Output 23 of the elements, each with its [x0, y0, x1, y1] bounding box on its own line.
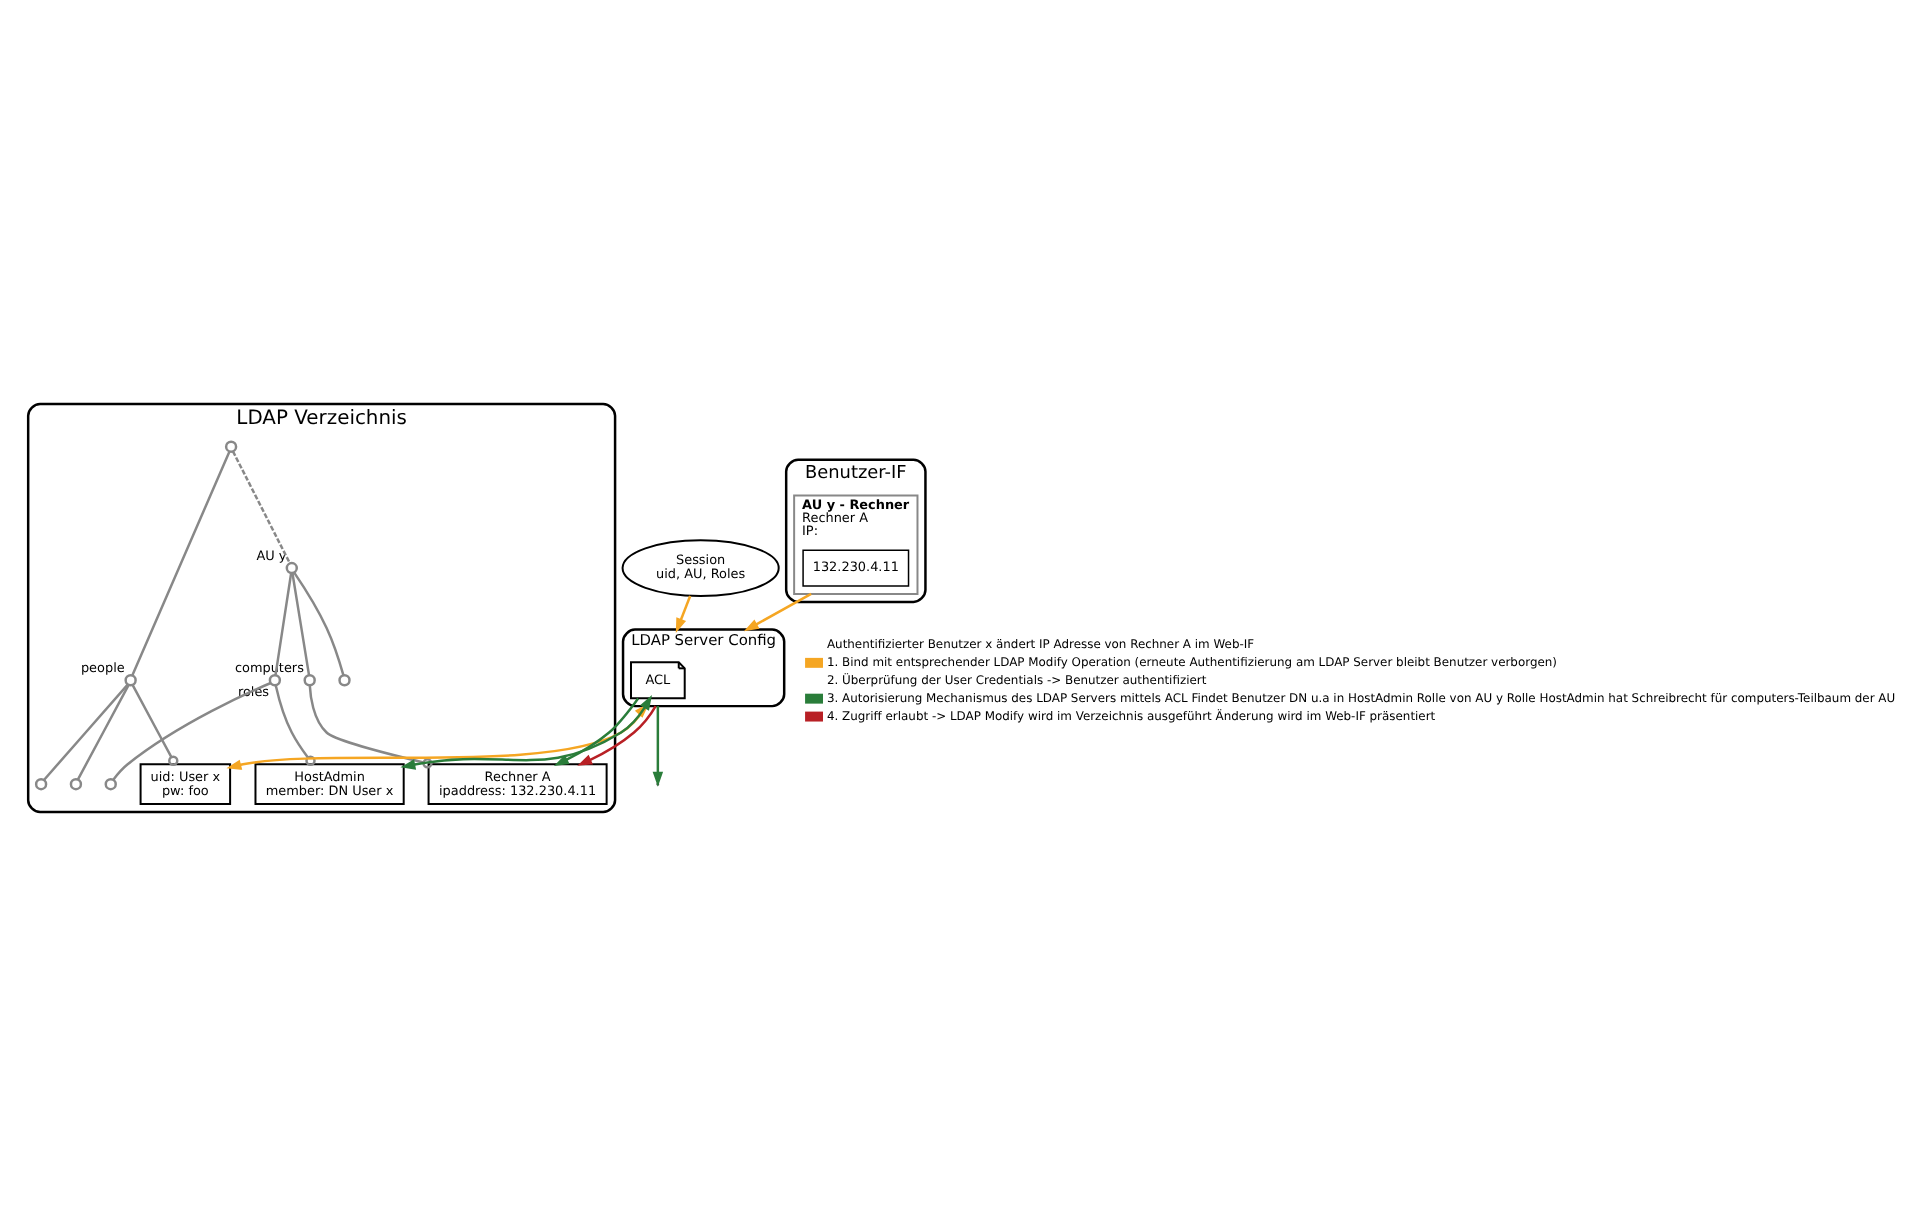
arrow: [553, 697, 640, 766]
node-circle: [69, 778, 83, 791]
node-circle: [224, 440, 238, 453]
node-circle: [285, 561, 298, 575]
arrow: [675, 595, 692, 634]
connector: [43, 683, 129, 781]
connector: [131, 684, 179, 766]
node-circle: [338, 674, 351, 687]
connector: [291, 573, 311, 676]
node-circle: [303, 674, 316, 687]
connector: [274, 685, 316, 767]
connector: [293, 571, 345, 676]
connector: [131, 451, 231, 676]
node-circle: [104, 778, 117, 791]
connector: [231, 450, 292, 564]
connector: [112, 681, 272, 781]
node-circle: [268, 674, 282, 687]
connector: [76, 684, 130, 780]
node-circle: [34, 778, 48, 791]
connector: [274, 573, 293, 676]
connector: [308, 685, 433, 769]
node-circle: [124, 674, 137, 687]
arrow: [743, 592, 812, 632]
